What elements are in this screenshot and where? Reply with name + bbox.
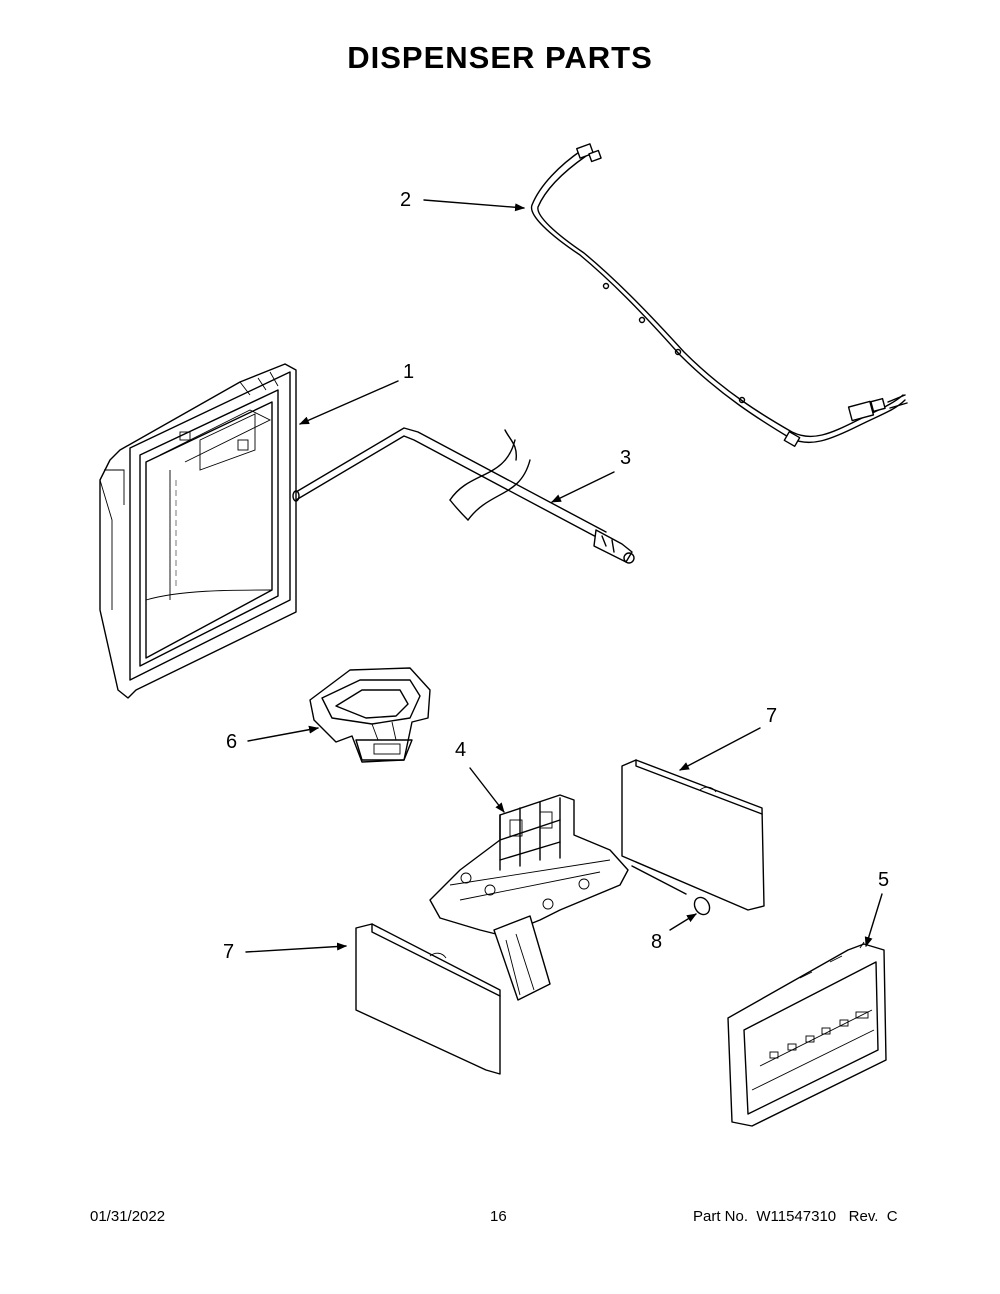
callout-5: 5 bbox=[878, 869, 889, 891]
callout-3: 3 bbox=[620, 447, 631, 469]
leader-7-left bbox=[245, 942, 347, 953]
part-3-water-tube bbox=[292, 427, 635, 564]
callout-7-right: 7 bbox=[766, 705, 777, 727]
control-panel-buttons bbox=[769, 1011, 869, 1059]
page-title: DISPENSER PARTS bbox=[347, 40, 653, 75]
part-7-panel-left bbox=[355, 923, 501, 1075]
part-5-control-panel bbox=[727, 941, 887, 1127]
part-6-actuator bbox=[309, 667, 431, 763]
part-4-dispenser-assembly bbox=[429, 794, 629, 1001]
footer-date: 01/31/2022 bbox=[90, 1208, 166, 1225]
leader-5 bbox=[864, 893, 883, 947]
callouts: 1 2 3 4 5 6 7 7 8 bbox=[223, 189, 889, 963]
part-7-panel-right bbox=[621, 759, 765, 911]
footer-part-number: Part No. W11547310 Rev. C bbox=[693, 1208, 898, 1225]
leader-1 bbox=[299, 380, 399, 425]
leader-7-right bbox=[679, 727, 761, 771]
callout-7-left: 7 bbox=[223, 941, 234, 963]
callout-4: 4 bbox=[455, 739, 466, 761]
leader-3 bbox=[551, 471, 615, 503]
leader-6 bbox=[247, 725, 319, 742]
callout-6: 6 bbox=[226, 731, 237, 753]
footer-page-number: 16 bbox=[490, 1208, 507, 1225]
part-8-screw bbox=[631, 865, 711, 916]
part-1-dispenser-housing bbox=[99, 363, 297, 699]
callout-2: 2 bbox=[400, 189, 411, 211]
leader-2 bbox=[423, 199, 525, 212]
part-2-wire-harness bbox=[530, 143, 908, 448]
leader-4 bbox=[469, 767, 505, 813]
callout-1: 1 bbox=[403, 361, 414, 383]
callout-8: 8 bbox=[651, 931, 662, 953]
leader-8 bbox=[669, 913, 697, 931]
